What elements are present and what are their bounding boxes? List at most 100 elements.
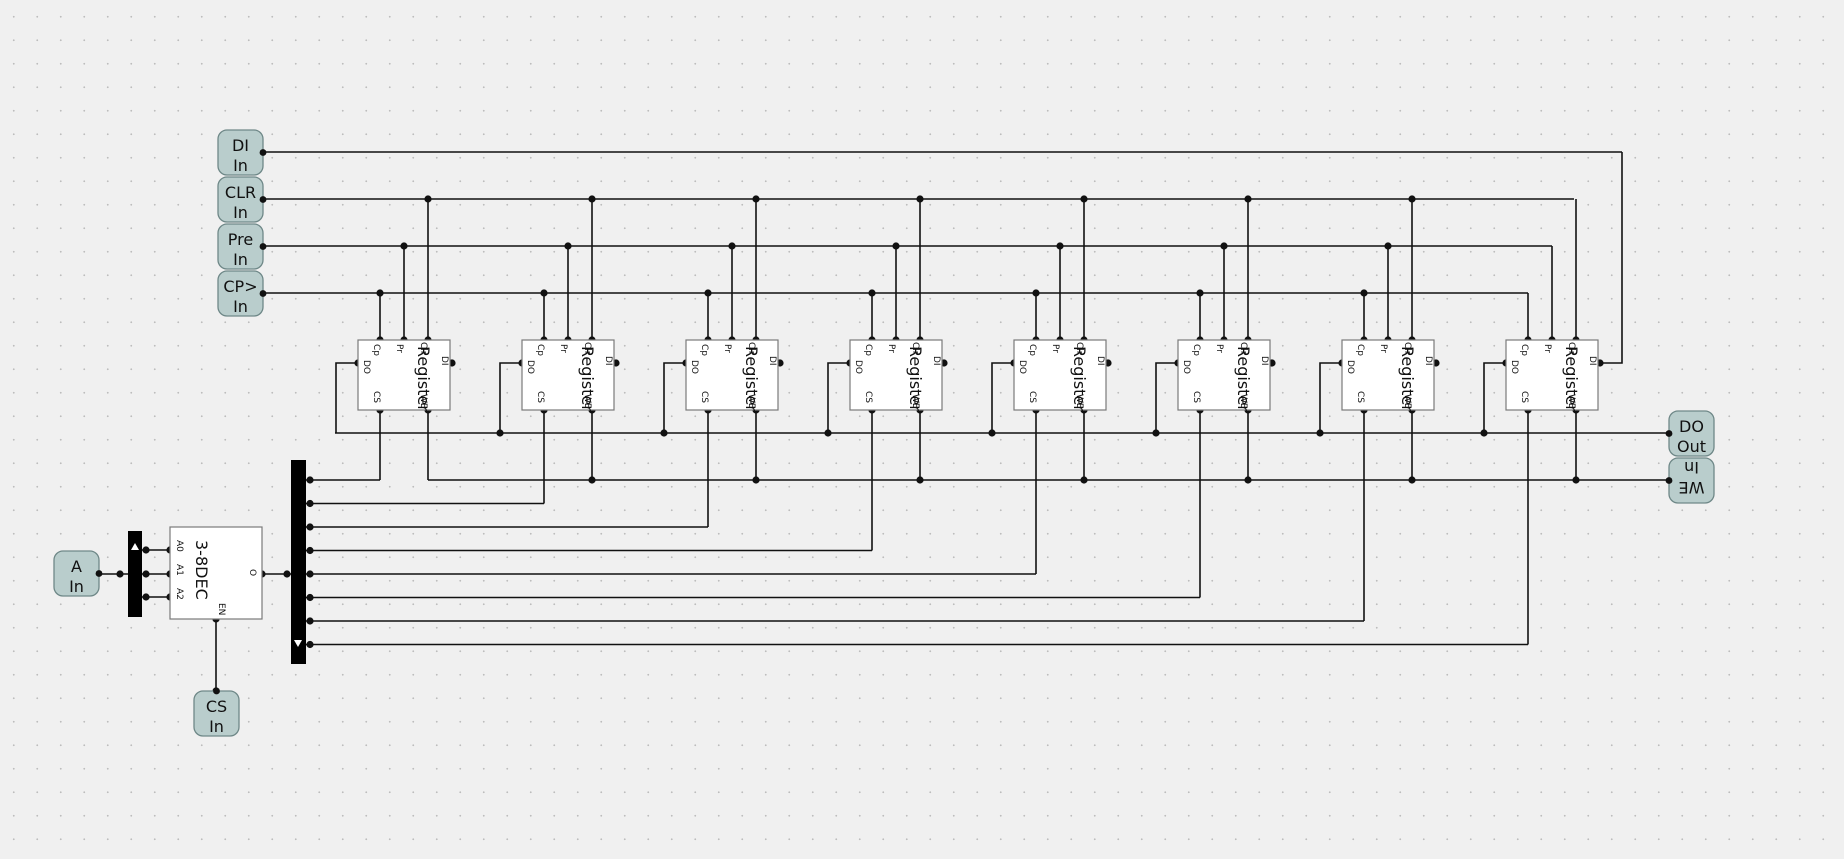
wire-register-do[interactable] xyxy=(663,362,686,433)
wire-register-do[interactable] xyxy=(1319,362,1342,433)
decoder-pin-a0: A0 xyxy=(174,540,184,552)
register-pin-clr: Clr xyxy=(418,342,428,355)
register-pin-pr: Pr xyxy=(722,344,732,353)
register-body[interactable] xyxy=(1013,339,1107,411)
register-pin-di: DI xyxy=(1423,356,1433,366)
register-pin-di: DI xyxy=(767,356,777,366)
junction-dot xyxy=(916,195,924,203)
register-pin-clr: Clr xyxy=(1566,342,1576,355)
junction-dot xyxy=(142,546,150,554)
register-pin-cs: CS xyxy=(1519,391,1529,403)
pin-type: In xyxy=(233,250,248,269)
output-bus-splitter[interactable] xyxy=(291,460,306,664)
register-pin-cs: CS xyxy=(1191,391,1201,403)
junction-dot xyxy=(142,593,150,601)
register-pin-do: DO xyxy=(525,360,535,374)
pin-name: A xyxy=(71,557,82,576)
register-body[interactable] xyxy=(1177,339,1271,411)
register-body[interactable] xyxy=(521,339,615,411)
register-pin-di: DI xyxy=(603,356,613,366)
pin-terminal xyxy=(259,290,267,297)
register-title: Register xyxy=(906,346,925,412)
junction-dot xyxy=(1220,242,1228,250)
register-pin-cp: Cp xyxy=(371,344,381,356)
decoder-body[interactable] xyxy=(169,526,263,620)
bus-output-dot xyxy=(306,523,314,531)
register-body[interactable] xyxy=(849,339,943,411)
junction-dot xyxy=(1480,429,1488,437)
register-pin-clr: Clr xyxy=(1402,342,1412,355)
register-body[interactable] xyxy=(357,339,451,411)
pin-cp[interactable]: CP>In xyxy=(217,270,267,317)
register-pin-di: DI xyxy=(1587,356,1597,366)
register-pin-clr: Clr xyxy=(1238,342,1248,355)
junction-dot xyxy=(752,195,760,203)
register-pin-di: DI xyxy=(439,356,449,366)
wire-register-do[interactable] xyxy=(827,362,850,433)
register-title: Register xyxy=(1562,346,1581,412)
register-body[interactable] xyxy=(1341,339,1435,411)
register-pin-do: DO xyxy=(853,360,863,374)
register-pin-cs: CS xyxy=(1027,391,1037,403)
register-pin-cs: CS xyxy=(699,391,709,403)
wire-register-do[interactable] xyxy=(1155,362,1178,433)
wires xyxy=(100,151,1670,695)
register-pin-we: WE xyxy=(1238,394,1248,409)
bus-output-dot xyxy=(306,617,314,625)
pin-name: CP> xyxy=(223,277,257,296)
wire-register-do[interactable] xyxy=(499,362,522,433)
register-pin-di: DI xyxy=(931,356,941,366)
pin-type: In xyxy=(209,717,224,736)
junction-dot xyxy=(1360,289,1368,297)
register-pin-cs: CS xyxy=(863,391,873,403)
register-pin-clr: Clr xyxy=(910,342,920,355)
wire-register-do[interactable] xyxy=(1483,362,1506,433)
pin-type: In xyxy=(69,577,84,596)
pin-name: CS xyxy=(206,697,227,716)
register-pin-we: WE xyxy=(582,394,592,409)
register-body[interactable] xyxy=(685,339,779,411)
junction-dot xyxy=(283,570,291,578)
wire-di-to-last-register[interactable] xyxy=(1598,152,1623,364)
pin-name: CLR xyxy=(225,183,256,202)
junction-dot xyxy=(1408,195,1416,203)
buses xyxy=(128,460,306,664)
decoder-pin-en: EN xyxy=(216,603,226,615)
junction-dot xyxy=(540,289,548,297)
wire-register-do[interactable] xyxy=(991,362,1014,433)
decoder-3-8[interactable]: 3-8DEC A0 A1 A2 EN O xyxy=(169,526,263,620)
input-bus-splitter[interactable] xyxy=(128,531,142,617)
bus-output-dot xyxy=(306,570,314,578)
bus-output-dot xyxy=(306,593,314,602)
junction-dot xyxy=(824,429,832,437)
pin-name: WE xyxy=(1679,478,1705,497)
pin-a[interactable]: AIn xyxy=(53,550,103,597)
decoder-pin-a2: A2 xyxy=(174,588,184,600)
junction-dot xyxy=(142,570,150,578)
register-pin-pr: Pr xyxy=(1214,344,1224,353)
register-pin-cs: CS xyxy=(535,391,545,403)
junction-dot xyxy=(496,429,504,437)
register-pin-cs: CS xyxy=(1355,391,1365,403)
wire-register-do[interactable] xyxy=(335,362,358,433)
register-body[interactable] xyxy=(1505,339,1599,411)
register-pin-we: WE xyxy=(1402,394,1412,409)
register-pin-we: WE xyxy=(418,394,428,409)
register-pin-we: WE xyxy=(1074,394,1084,409)
junction-dot xyxy=(588,476,596,484)
register-pin-pr: Pr xyxy=(1542,344,1552,353)
